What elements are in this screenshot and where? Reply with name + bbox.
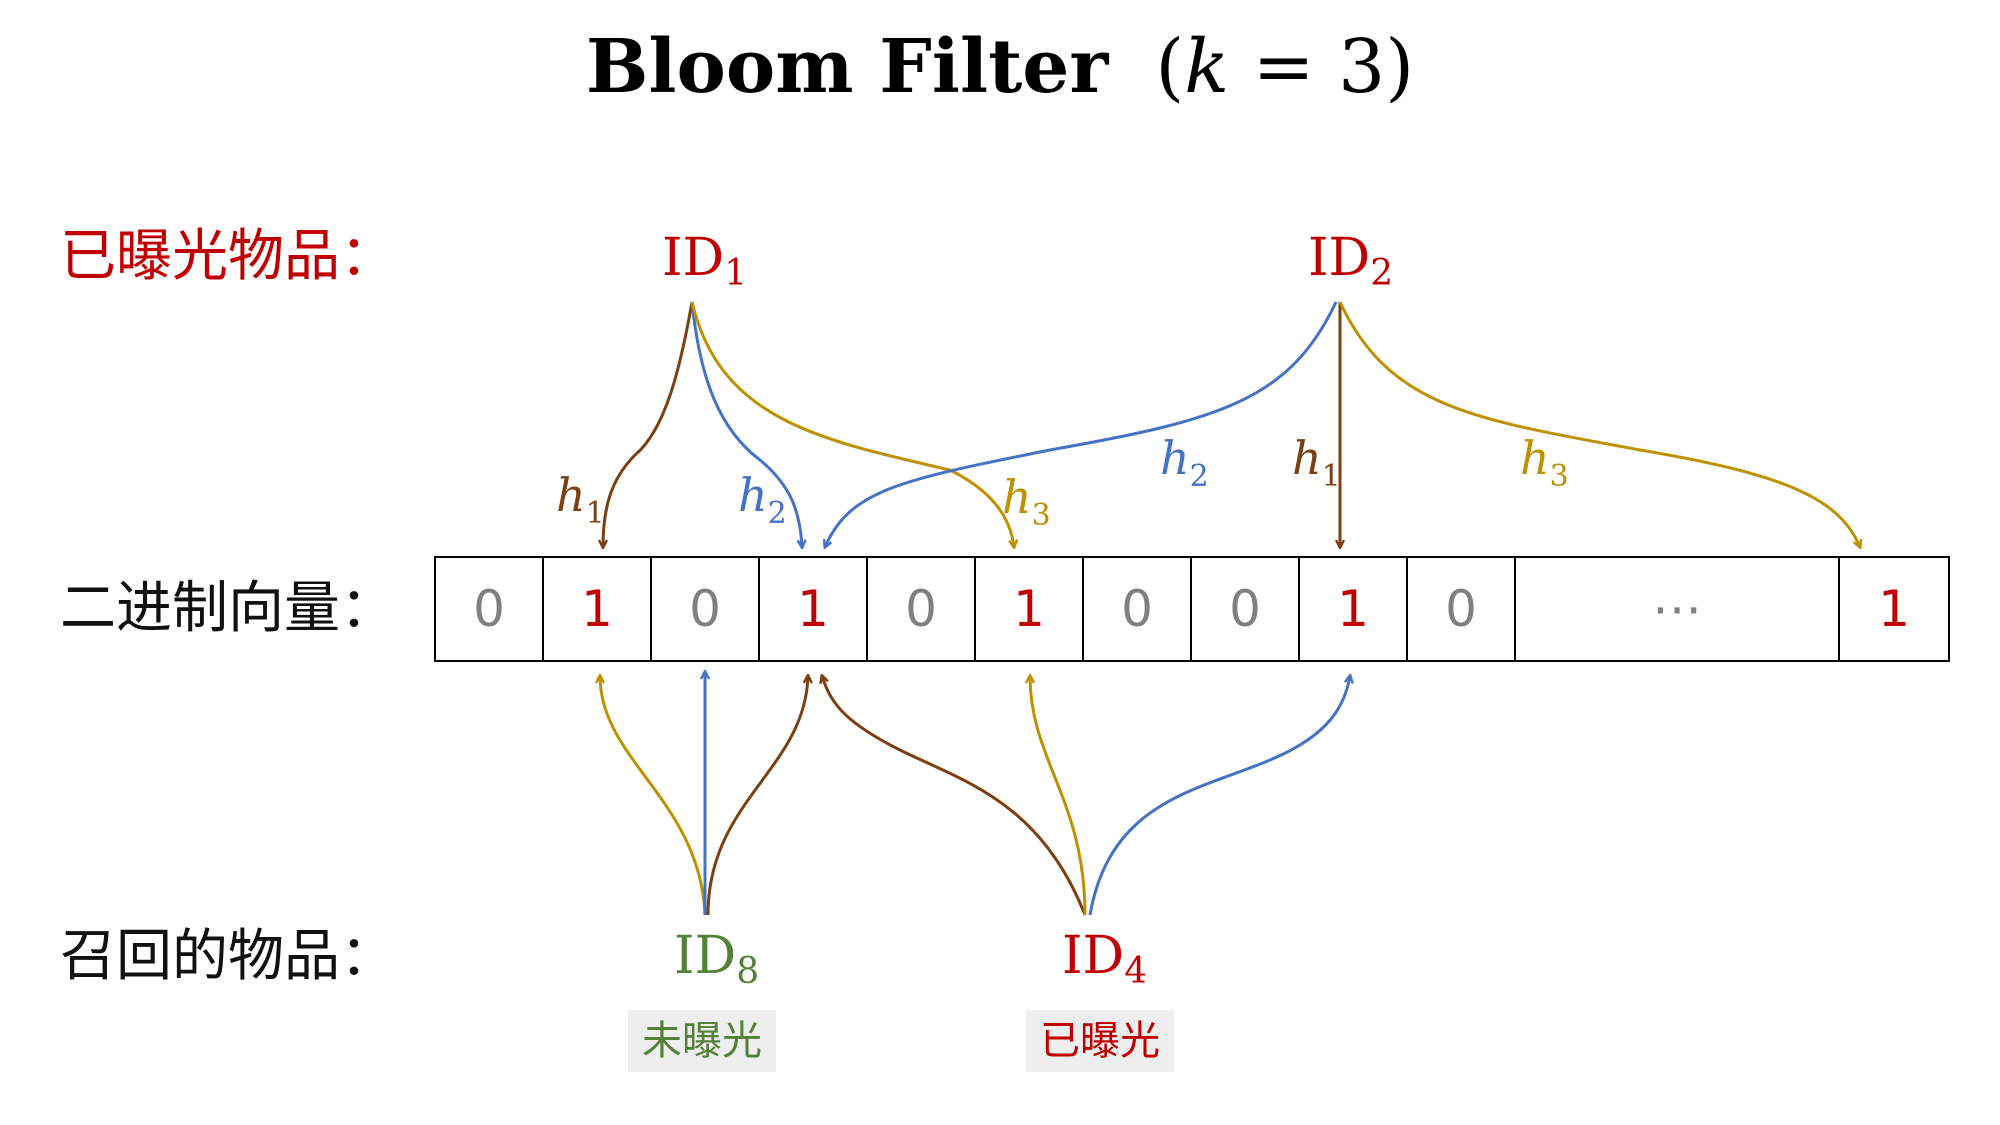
bit-cell: 0 xyxy=(1192,558,1300,660)
arrow-id4-blue xyxy=(1088,676,1350,916)
binary-vector: 0 1 0 1 0 1 0 0 1 0 ⋯ 1 xyxy=(434,556,1950,662)
hash-label-h: h xyxy=(1160,431,1190,485)
bit-cell: 1 xyxy=(1300,558,1408,660)
recalled-id-4: ID4 xyxy=(1062,924,1147,1004)
bit-ellipsis: ⋯ xyxy=(1516,558,1840,660)
status-badge-exposed: 已曝光 xyxy=(1026,1010,1174,1072)
label-exposed-items: 已曝光物品： xyxy=(60,224,396,289)
recalled-id-8-sub: 8 xyxy=(736,951,760,992)
bit-cell: 1 xyxy=(1878,580,1910,638)
arrow-id2-h3 xyxy=(1338,301,1860,547)
hash-label-h: h xyxy=(738,468,768,522)
recalled-id-8: ID8 xyxy=(674,924,759,1004)
hash-label-id2-h2: h2 xyxy=(1160,433,1209,502)
hash-label-sub: 3 xyxy=(1549,459,1569,494)
exposed-id-1-sub: 1 xyxy=(724,253,748,294)
recalled-id-4-sub: 4 xyxy=(1124,951,1148,992)
arrow-id2-h2 xyxy=(825,301,1338,547)
exposed-id-2-text: ID xyxy=(1308,228,1371,288)
hash-label-id1-h2: h2 xyxy=(738,470,787,539)
hash-label-h: h xyxy=(556,468,586,522)
hash-label-id2-h3: h3 xyxy=(1520,433,1569,502)
hash-label-id2-h1: h1 xyxy=(1292,433,1341,502)
hash-label-h: h xyxy=(1002,470,1032,524)
arrow-id1-h2 xyxy=(690,301,802,547)
bit-cell: 1 xyxy=(760,558,868,660)
hash-label-id1-h1: h1 xyxy=(556,470,605,539)
hash-label-h: h xyxy=(1520,431,1550,485)
recalled-id-4-text: ID xyxy=(1062,926,1125,986)
bit-cell: 0 xyxy=(868,558,976,660)
title-paren-close: ) xyxy=(1385,24,1415,110)
exposed-id-2: ID2 xyxy=(1308,226,1393,306)
arrow-id4-brown xyxy=(822,676,1087,916)
bit-cell: 1 xyxy=(544,558,652,660)
arrow-id8-gold xyxy=(600,676,707,916)
exposed-id-1-text: ID xyxy=(662,228,725,288)
label-binary-vector: 二进制向量： xyxy=(60,576,396,641)
title-param: (k = 3) xyxy=(1132,24,1414,110)
bit-cell: 1 xyxy=(976,558,1084,660)
bit-cell: 0 xyxy=(1084,558,1192,660)
hash-label-h: h xyxy=(1292,431,1322,485)
title-paren-open: ( xyxy=(1155,24,1185,110)
label-recalled-items: 召回的物品： xyxy=(60,924,396,989)
hash-label-sub: 1 xyxy=(1321,459,1341,494)
bit-cell: 0 xyxy=(1408,558,1516,660)
title-equals: = 3 xyxy=(1229,24,1386,110)
arrow-id1-h3 xyxy=(690,301,1014,547)
exposed-id-1: ID1 xyxy=(662,226,747,306)
diagram-title: Bloom Filter (k = 3) xyxy=(0,22,2000,112)
bit-cell: 0 xyxy=(652,558,760,660)
arrow-id4-gold xyxy=(1030,676,1087,916)
arrow-id8-brown xyxy=(706,676,808,916)
hash-label-id1-h3: h3 xyxy=(1002,472,1051,541)
title-text: Bloom Filter xyxy=(585,24,1109,110)
status-badge-unexposed: 未曝光 xyxy=(628,1010,776,1072)
hash-label-sub: 2 xyxy=(1189,459,1209,494)
arrow-id1-h1 xyxy=(603,301,694,547)
recalled-id-8-text: ID xyxy=(674,926,737,986)
bit-cell: 0 xyxy=(436,558,544,660)
hash-label-sub: 3 xyxy=(1031,498,1051,533)
exposed-id-2-sub: 2 xyxy=(1370,253,1394,294)
title-k: k xyxy=(1184,24,1230,110)
hash-label-sub: 2 xyxy=(767,496,787,531)
hash-label-sub: 1 xyxy=(585,496,605,531)
